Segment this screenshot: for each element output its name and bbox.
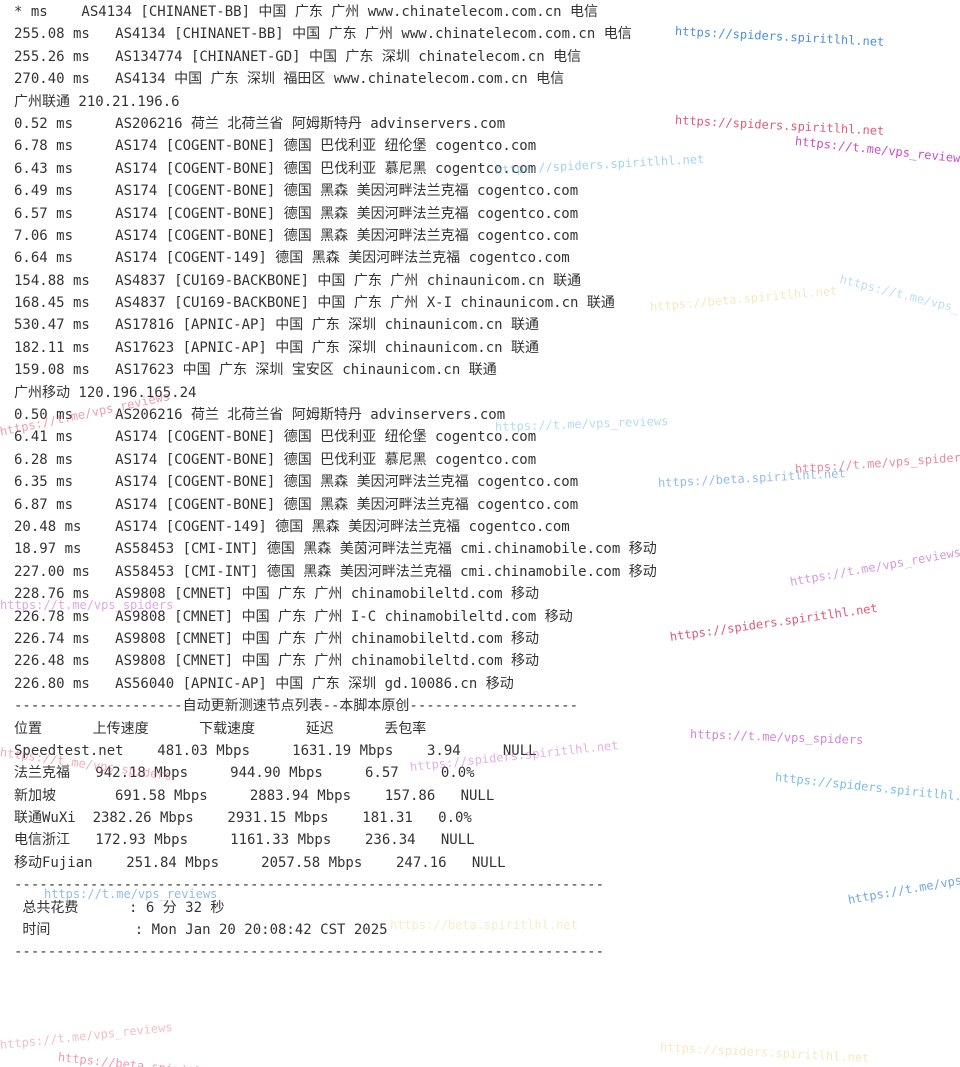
terminal-line: * ms AS4134 [CHINANET-BB] 中国 广东 广州 www.c…	[14, 4, 599, 20]
terminal-line: ----------------------------------------…	[14, 877, 605, 894]
terminal-line: 226.48 ms AS9808 [CMNET] 中国 广东 广州 chinam…	[14, 653, 540, 670]
terminal-line: 6.28 ms AS174 [COGENT-BONE] 德国 巴伐利亚 慕尼黑 …	[14, 451, 537, 468]
terminal-line: Speedtest.net 481.03 Mbps 1631.19 Mbps 3…	[14, 742, 537, 759]
terminal-line: 总共花费 : 6 分 32 秒	[14, 899, 225, 916]
terminal-line: 6.64 ms AS174 [COGENT-149] 德国 黑森 美因河畔法兰克…	[14, 250, 570, 267]
terminal-line: 新加坡 691.58 Mbps 2883.94 Mbps 157.86 NULL	[14, 787, 495, 804]
terminal-line: 6.57 ms AS174 [COGENT-BONE] 德国 黑森 美因河畔法兰…	[14, 205, 579, 222]
terminal-line: 联通WuXi 2382.26 Mbps 2931.15 Mbps 181.31 …	[14, 810, 472, 827]
terminal-line: 时间 : Mon Jan 20 20:08:42 CST 2025	[14, 922, 388, 939]
terminal-line: 226.80 ms AS56040 [APNIC-AP] 中国 广东 深圳 gd…	[14, 675, 514, 692]
watermark: https://t.me/vps_reviews	[0, 1019, 174, 1052]
terminal-line: --------------------自动更新测速节点列表--本脚本原创---…	[14, 698, 579, 715]
terminal-line: 6.41 ms AS174 [COGENT-BONE] 德国 巴伐利亚 纽伦堡 …	[14, 429, 537, 446]
terminal-line: 广州移动 120.196.165.24	[14, 384, 197, 401]
terminal-line: 270.40 ms AS4134 中国 广东 深圳 福田区 www.chinat…	[14, 71, 565, 88]
terminal-line: ----------------------------------------…	[14, 944, 605, 961]
terminal-line: 227.00 ms AS58453 [CMI-INT] 德国 黑森 美因河畔法兰…	[14, 563, 657, 580]
terminal-line: 226.74 ms AS9808 [CMNET] 中国 广东 广州 chinam…	[14, 630, 540, 647]
terminal-line: 广州联通 210.21.196.6	[14, 93, 180, 110]
terminal-line: 255.26 ms AS134774 [CHINANET-GD] 中国 广东 深…	[14, 48, 582, 65]
terminal-line: 228.76 ms AS9808 [CMNET] 中国 广东 广州 chinam…	[14, 586, 540, 603]
terminal-line: 6.43 ms AS174 [COGENT-BONE] 德国 巴伐利亚 慕尼黑 …	[14, 160, 537, 177]
terminal-line: 6.78 ms AS174 [COGENT-BONE] 德国 巴伐利亚 纽伦堡 …	[14, 138, 537, 155]
terminal-line: 电信浙江 172.93 Mbps 1161.33 Mbps 236.34 NUL…	[14, 832, 475, 849]
terminal-line: 0.50 ms AS206216 荷兰 北荷兰省 阿姆斯特丹 advinserv…	[14, 407, 506, 424]
terminal-line: 159.08 ms AS17623 中国 广东 深圳 宝安区 chinaunic…	[14, 362, 497, 379]
terminal-line: 182.11 ms AS17623 [APNIC-AP] 中国 广东 深圳 ch…	[14, 339, 540, 356]
terminal-line: 154.88 ms AS4837 [CU169-BACKBONE] 中国 广东 …	[14, 272, 582, 289]
terminal-line: 6.87 ms AS174 [COGENT-BONE] 德国 黑森 美因河畔法兰…	[14, 496, 579, 513]
terminal-line: 6.49 ms AS174 [COGENT-BONE] 德国 黑森 美因河畔法兰…	[14, 183, 579, 200]
terminal-line: 20.48 ms AS174 [COGENT-149] 德国 黑森 美因河畔法兰…	[14, 518, 570, 535]
terminal-line: 530.47 ms AS17816 [APNIC-AP] 中国 广东 深圳 ch…	[14, 317, 540, 334]
terminal-line: 法兰克福 942.18 Mbps 944.90 Mbps 6.57 0.0%	[14, 765, 475, 782]
terminal-output: * ms AS4134 [CHINANET-BB] 中国 广东 广州 www.c…	[14, 1, 954, 964]
watermark: https://spiders.spiritlhl.net	[659, 1040, 870, 1065]
watermark: https://beta.spiritlhl.net	[57, 1050, 246, 1067]
terminal-line: 226.78 ms AS9808 [CMNET] 中国 广东 广州 I-C ch…	[14, 608, 573, 625]
terminal-line: 移动Fujian 251.84 Mbps 2057.58 Mbps 247.16…	[14, 854, 506, 871]
terminal-line: 6.35 ms AS174 [COGENT-BONE] 德国 黑森 美因河畔法兰…	[14, 474, 579, 491]
terminal-line: 168.45 ms AS4837 [CU169-BACKBONE] 中国 广东 …	[14, 295, 615, 312]
terminal-line: 7.06 ms AS174 [COGENT-BONE] 德国 黑森 美因河畔法兰…	[14, 227, 579, 244]
terminal-line: 18.97 ms AS58453 [CMI-INT] 德国 黑森 美茵河畔法兰克…	[14, 541, 657, 558]
terminal-line: 位置 上传速度 下载速度 延迟 丢包率	[14, 720, 427, 737]
terminal-line: 0.52 ms AS206216 荷兰 北荷兰省 阿姆斯特丹 advinserv…	[14, 115, 506, 132]
terminal-line: 255.08 ms AS4134 [CHINANET-BB] 中国 广东 广州 …	[14, 26, 632, 43]
